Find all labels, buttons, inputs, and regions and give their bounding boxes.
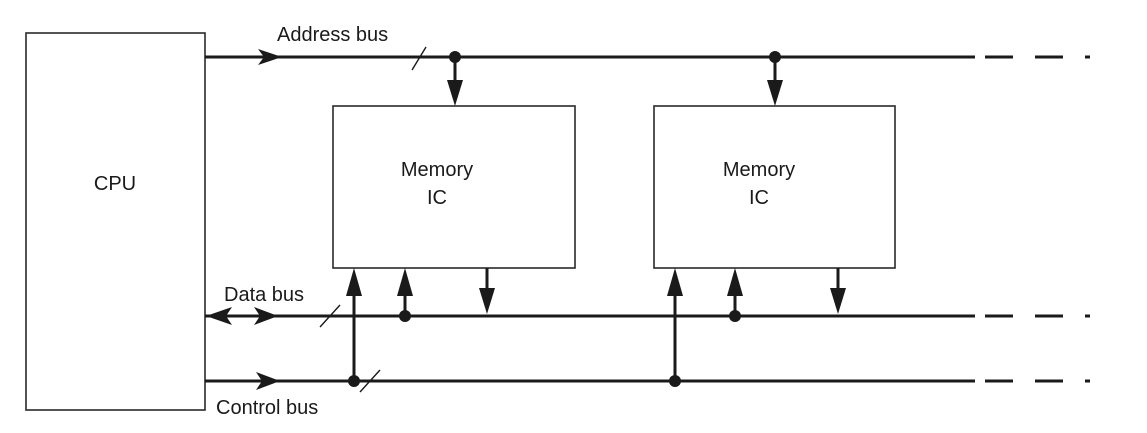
arrow-up-icon bbox=[397, 268, 413, 296]
arrow-down-icon bbox=[447, 80, 463, 106]
bus-width-slash bbox=[319, 304, 341, 328]
memory-ic-2: Memory IC bbox=[653, 105, 896, 269]
arrow-right-icon bbox=[254, 307, 278, 325]
memory-ic-1: Memory IC bbox=[332, 105, 576, 269]
arrow-up-icon bbox=[667, 268, 683, 296]
bus-width-slash bbox=[411, 46, 427, 71]
bus-width-slash bbox=[359, 369, 381, 393]
memory-ic-2-label: Memory bbox=[723, 159, 795, 181]
arrow-down-icon bbox=[830, 288, 846, 314]
memory-ic-2-sublabel: IC bbox=[749, 187, 769, 209]
arrow-left-icon bbox=[206, 307, 232, 325]
data-bus-label: Data bus bbox=[224, 284, 304, 306]
arrow-right-icon bbox=[256, 372, 280, 390]
address-bus-label: Address bus bbox=[277, 24, 388, 46]
memory-ic-1-sublabel: IC bbox=[427, 187, 447, 209]
arrow-up-icon bbox=[346, 268, 362, 296]
data-bus: Data bus bbox=[205, 268, 1090, 328]
address-bus: Address bus bbox=[205, 24, 1090, 106]
control-bus: Control bus bbox=[205, 268, 1090, 419]
memory-ic-1-label: Memory bbox=[401, 159, 473, 181]
cpu-block: CPU bbox=[25, 32, 206, 411]
control-bus-label: Control bus bbox=[216, 397, 318, 419]
arrow-down-icon bbox=[767, 80, 783, 106]
arrow-down-icon bbox=[479, 288, 495, 314]
arrow-right-icon bbox=[258, 49, 282, 65]
arrow-up-icon bbox=[727, 268, 743, 296]
cpu-label: CPU bbox=[94, 173, 136, 195]
